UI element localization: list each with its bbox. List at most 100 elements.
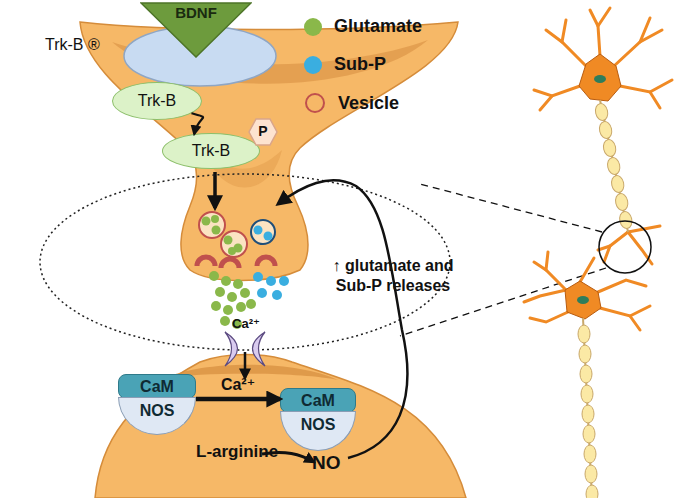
neuron-illustration	[600, 306, 650, 316]
neuron-illustration	[620, 80, 672, 92]
substance-p-dot	[253, 226, 289, 301]
ligand-triangle: BDNF	[140, 2, 252, 58]
legend-row: Glutamate	[304, 16, 422, 37]
ligand-triangle-outline	[141, 3, 251, 57]
neuron-illustration	[594, 75, 606, 83]
vesicle	[199, 212, 225, 238]
release-site	[257, 257, 275, 266]
neuron-illustration	[580, 365, 592, 383]
neuron-illustration	[524, 8, 672, 498]
neuron-illustration	[599, 221, 651, 273]
neuron-illustration	[530, 312, 568, 322]
phosphate-hexagon: P	[248, 118, 278, 146]
feedback-arrow	[278, 180, 407, 458]
glutamate-dot	[224, 236, 233, 245]
neuron-illustration	[565, 281, 601, 319]
neuron-illustration	[534, 86, 580, 96]
legend-row: Vesicle	[304, 92, 399, 114]
substance-p-dot	[266, 276, 276, 286]
connector-arrow	[191, 113, 203, 134]
neuron-illustration	[585, 465, 597, 483]
glutamate-dot	[215, 287, 225, 297]
neuron-illustration	[578, 325, 590, 343]
feedback-arrow	[278, 180, 407, 458]
presynaptic-terminal	[80, 22, 458, 281]
neuron-illustration	[598, 8, 610, 26]
substance-p-dot	[272, 290, 282, 300]
neuron-illustration	[581, 385, 593, 403]
glutamate-dot	[211, 301, 221, 311]
neuron-illustration	[650, 92, 660, 108]
neuron-illustration	[606, 156, 621, 175]
glutamate-dot	[202, 217, 211, 226]
postsynaptic-terminal	[95, 355, 466, 498]
enzyme-shape: NOS	[118, 397, 196, 435]
zoom-dashed-line	[420, 184, 602, 232]
edge-label: Ca²⁺	[208, 375, 268, 394]
legend-text: Sub-P	[334, 54, 386, 75]
neuron-illustration	[618, 210, 633, 229]
neuron-illustration	[598, 280, 646, 292]
product-label: NO	[312, 451, 352, 475]
neuron-illustration	[610, 174, 625, 193]
neuron-illustration	[524, 290, 566, 302]
signal-arrow	[215, 172, 216, 208]
neuron-illustration	[534, 262, 566, 290]
neuron-illustration	[598, 120, 613, 139]
connector-arrow	[196, 397, 280, 402]
neuron-illustration	[594, 102, 609, 121]
presynaptic-terminal	[80, 22, 458, 281]
glutamate-dot	[246, 299, 256, 309]
protein-box: CaM	[280, 388, 356, 413]
neuron-illustration	[614, 30, 662, 66]
glutamate-dot	[233, 279, 243, 289]
node-text: CaM	[140, 378, 174, 396]
glutamate-dot	[202, 215, 257, 329]
neuron-illustration	[577, 296, 589, 304]
substance-p-dot	[254, 226, 263, 235]
neuron-illustration	[583, 425, 595, 443]
node-text: BDNF	[175, 5, 217, 22]
neuron-illustration	[546, 30, 586, 66]
legend-row: Sub-P	[304, 54, 386, 75]
receptor-label: Trk-B ®	[45, 35, 125, 55]
postsynaptic-terminal	[95, 355, 466, 498]
vesicle	[221, 231, 247, 257]
node-text: Trk-B	[192, 142, 231, 160]
signal-arrow	[213, 172, 217, 208]
ion-label: Ca²⁺	[226, 316, 266, 332]
vesicle	[199, 212, 275, 257]
calcium-channel	[225, 332, 238, 366]
enzyme-shape: NOS	[280, 411, 356, 451]
protein-box: CaM	[118, 374, 196, 399]
legend-swatch	[304, 56, 322, 74]
release-site	[221, 259, 239, 268]
receptor-ellipse: Trk-B	[112, 82, 202, 120]
node-text: P	[258, 124, 267, 139]
glutamate-dot	[220, 316, 230, 326]
calcium-influx-arrow	[244, 352, 247, 378]
neuron-illustration	[614, 192, 629, 211]
neuron-illustration	[582, 405, 594, 423]
calcium-channel	[253, 332, 266, 366]
legend-vesicle-sample	[304, 92, 326, 114]
substance-p-dot	[257, 288, 267, 298]
effect-note: ↑ glutamate and Sub-P releases	[320, 256, 466, 296]
neuron-illustration	[578, 102, 634, 498]
glutamate-dot	[227, 292, 237, 302]
glutamate-dot	[228, 247, 236, 255]
neuron-illustration	[579, 345, 591, 363]
calcium-influx-arrow	[245, 352, 246, 378]
neuron-illustration	[562, 20, 566, 42]
node-text: NOS	[140, 402, 175, 420]
node-text: CaM	[301, 392, 335, 410]
legend-swatch	[304, 18, 322, 36]
legend-vesicle-sample	[306, 94, 324, 112]
neuron-illustration	[630, 316, 640, 330]
node-text: Trk-B	[138, 92, 177, 110]
legend-text: Glutamate	[334, 16, 422, 37]
release-site	[197, 257, 215, 266]
glutamate-dot	[223, 305, 233, 315]
glutamate-dot	[240, 288, 250, 298]
